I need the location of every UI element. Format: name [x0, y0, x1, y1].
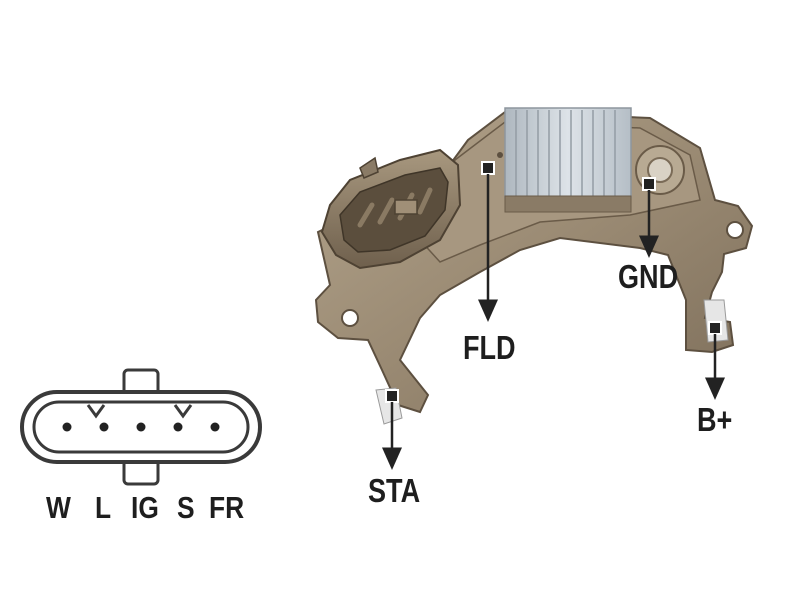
pin-dot-ig	[136, 422, 146, 432]
gnd-label: GND	[618, 258, 679, 295]
bplus-marker	[708, 321, 722, 335]
mount-hole-right	[726, 221, 744, 239]
callout-bplus	[705, 321, 725, 400]
connector-latch-tab	[359, 156, 379, 179]
connector-clip	[394, 199, 418, 215]
sta-label: STA	[368, 472, 421, 509]
pin-dot-w	[62, 422, 72, 432]
bplus-label: B+	[697, 401, 733, 438]
connector-key-right	[173, 404, 193, 419]
heatsink-fins	[515, 110, 616, 196]
callout-gnd	[639, 177, 659, 258]
pin-label-fr: FR	[209, 490, 245, 525]
callout-sta	[382, 389, 402, 470]
gnd-marker	[642, 177, 656, 191]
pin-label-ig: IG	[131, 490, 159, 525]
mount-hole-left	[341, 309, 359, 327]
connector-pinout	[20, 368, 262, 486]
sta-marker	[385, 389, 399, 403]
rivet	[497, 152, 503, 158]
heatsink	[504, 107, 632, 199]
fld-marker	[481, 161, 495, 175]
pin-label-s: S	[177, 490, 195, 525]
callout-fld	[478, 161, 498, 322]
ground-hole	[647, 157, 673, 183]
pin-dot-l	[99, 422, 109, 432]
pin-label-w: W	[46, 490, 71, 525]
pin-dot-fr	[210, 422, 220, 432]
pin-label-l: L	[95, 490, 112, 525]
heatsink-base	[504, 195, 632, 213]
fld-label: FLD	[463, 329, 516, 366]
connector-key-left	[86, 404, 106, 419]
connector-plug-cavity	[339, 167, 449, 253]
pin-dot-s	[173, 422, 183, 432]
regulator-body	[314, 107, 754, 425]
